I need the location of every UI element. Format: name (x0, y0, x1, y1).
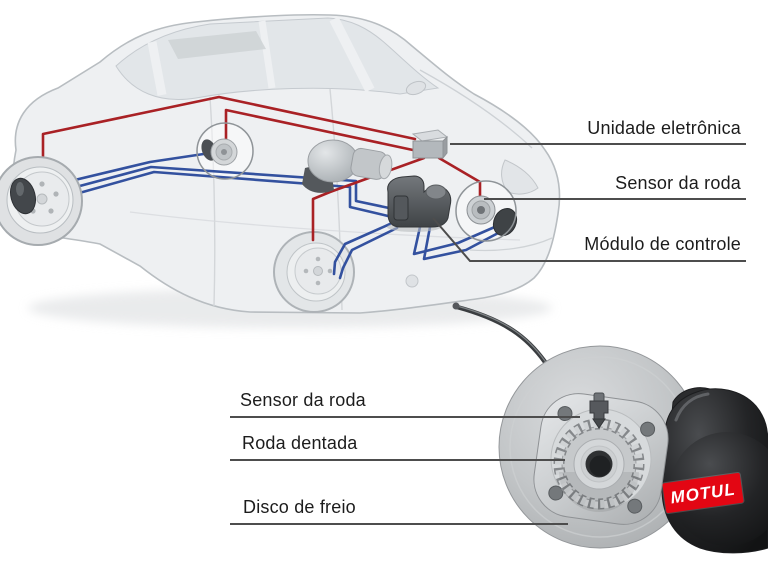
gear-shading (559, 472, 639, 512)
wiring-blue (56, 150, 504, 280)
red-wire-rear-far (224, 108, 443, 158)
car-illustration (11, 13, 561, 328)
blue-wire-rear-sensor (56, 150, 219, 186)
door-seam (209, 96, 216, 307)
brake-booster (302, 139, 393, 193)
b-pillar (258, 20, 276, 89)
control-module (387, 175, 452, 232)
blue-wire-front-sensor (412, 224, 499, 256)
rear-sensor-circle (196, 122, 254, 180)
rear-left-wheel (0, 156, 83, 246)
blue-wire-harness-a (59, 165, 391, 210)
front-sensor-circle (455, 180, 517, 242)
knob-highlight (16, 182, 24, 196)
caliper-highlight (674, 392, 710, 422)
label-sensor-da-roda-detail: Sensor da roda (240, 390, 366, 410)
electronic-unit (411, 129, 449, 160)
label-modulo-de-controle: Módulo de controle (584, 234, 741, 254)
gear-teeth (555, 420, 643, 508)
headlight (501, 159, 539, 195)
leader-modulo-de-controle (432, 217, 746, 262)
brake-caliper (661, 387, 768, 554)
label-unidade-eletronica: Unidade eletrônica (587, 118, 741, 138)
blue-wire-front-far-2 (338, 226, 399, 280)
hood-crease (419, 69, 533, 149)
toothed-ring (553, 418, 645, 512)
brake-detail-illustration (452, 302, 768, 554)
cable-end (452, 302, 460, 310)
blue-wire-front-far (332, 222, 392, 276)
label-sensor-da-roda-car: Sensor da roda (615, 173, 741, 193)
c-pillar (147, 41, 167, 96)
bumper-line (469, 237, 553, 252)
front-far-wheel (273, 231, 355, 313)
label-roda-dentada: Roda dentada (242, 433, 358, 453)
label-disco-de-freio: Disco de freio (243, 497, 356, 517)
a-pillar (329, 16, 375, 93)
sunroof (168, 31, 266, 59)
front-wheel-sensor (466, 195, 518, 237)
blue-wire-harness-b (63, 170, 390, 218)
leader-lines (230, 143, 746, 525)
rear-wheel-sensor (201, 138, 238, 166)
side-mirror (405, 80, 427, 96)
bumper-emblem (405, 274, 419, 288)
wheel-speed-sensor (589, 392, 609, 429)
